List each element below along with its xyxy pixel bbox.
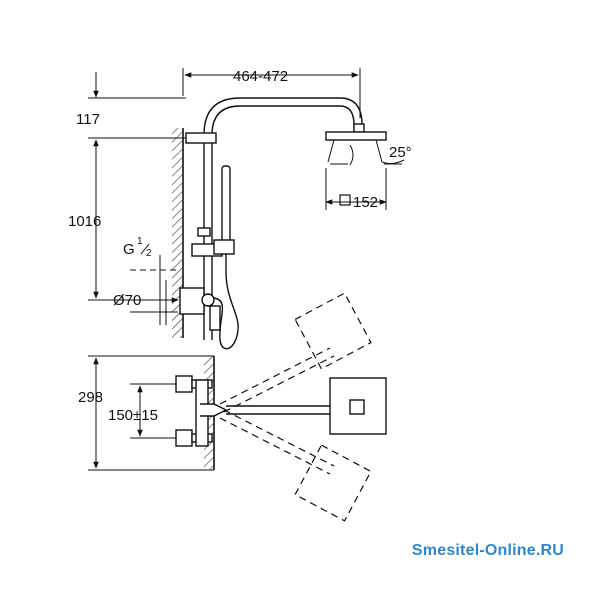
mixer-body [179, 287, 205, 315]
wall-hatch [172, 128, 182, 338]
plan-depth-label: 298 [78, 389, 103, 406]
lower-inlet [175, 429, 193, 447]
shower-head [325, 131, 387, 141]
diameter-label: Ø70 [113, 292, 141, 309]
upper-inlet [175, 375, 193, 393]
swivel-arm-down [219, 409, 335, 475]
head-angle-label: 25° [389, 144, 412, 161]
watermark-text: Smesitel-Online.RU [411, 542, 564, 559]
shower-arm [203, 97, 363, 136]
plan-view [88, 292, 387, 522]
square-symbol [339, 194, 351, 206]
top-offset-label: 117 [76, 111, 100, 128]
inlet-spacing-label: 150±15 [108, 407, 158, 424]
thread-numerator: 1 [137, 236, 143, 247]
spray-lines [327, 139, 383, 163]
arm-reach-label: 464-472 [233, 68, 288, 85]
shower-slider [213, 239, 235, 255]
front-elevation [88, 68, 405, 350]
thread-label: G [123, 241, 135, 258]
swivel-arm-up [219, 347, 335, 413]
riser-height-label: 1016 [68, 213, 101, 230]
thread-fraction-bar [140, 243, 150, 255]
swivel-head-down [294, 444, 372, 522]
swivel-head-up [294, 292, 372, 370]
angle-arc [381, 159, 405, 165]
shower-hose [213, 271, 239, 350]
dimension-labels: 464-472 117 1016 G 1 2 Ø70 25° 152 298 1… [68, 68, 412, 424]
mixer-knob [201, 293, 215, 307]
thread-denominator: 2 [146, 248, 152, 259]
head-size-label: 152 [353, 194, 378, 211]
shower-head-mount [353, 123, 365, 133]
upper-bracket [185, 132, 217, 144]
hand-shower [221, 165, 231, 253]
